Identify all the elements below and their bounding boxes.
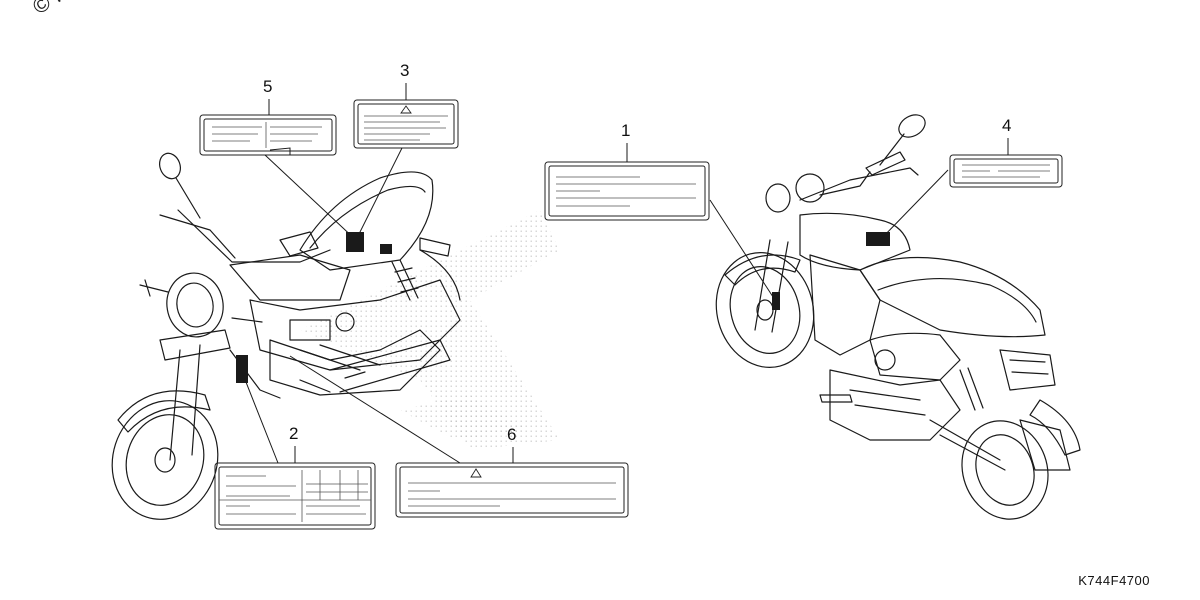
label-6 xyxy=(395,462,629,518)
label-4 xyxy=(949,154,1063,188)
callout-3: 3 xyxy=(400,61,410,80)
callout-5: 5 xyxy=(263,77,273,96)
callout-4: 4 xyxy=(1002,116,1012,135)
warning-triangle-icon xyxy=(400,105,412,114)
motorcycle-left-view xyxy=(111,152,461,520)
label-1 xyxy=(544,161,710,221)
label-5 xyxy=(199,114,337,156)
warning-triangle-icon xyxy=(470,468,482,478)
motorcycle-right-view xyxy=(715,114,1081,520)
background-watermark xyxy=(300,210,560,450)
sticker-2-on-bike xyxy=(236,355,248,383)
callout-6: 6 xyxy=(507,425,517,444)
label-2 xyxy=(214,462,376,530)
drawing-code: K744F4700 xyxy=(1078,573,1150,588)
callout-2: 2 xyxy=(289,424,299,443)
label-3 xyxy=(353,99,459,149)
callout-1: 1 xyxy=(621,121,631,140)
leader-lines xyxy=(241,83,1009,464)
sticker-1-on-bike xyxy=(772,292,780,310)
